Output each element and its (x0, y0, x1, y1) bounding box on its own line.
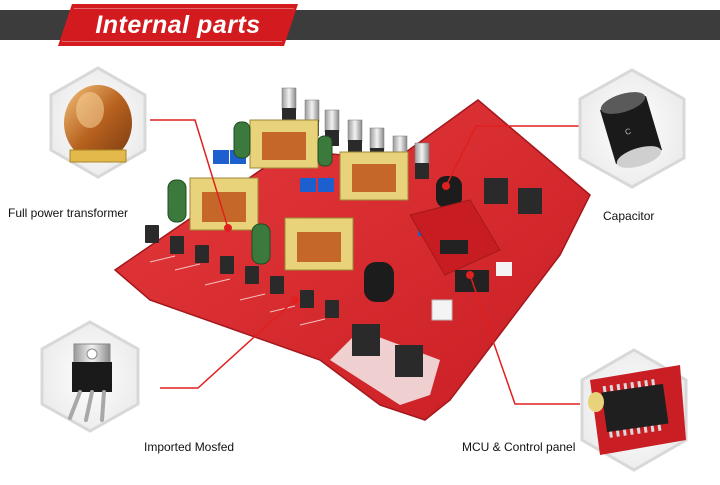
capacitor-hexagon: C (578, 68, 686, 189)
label-imported-mosfed: Imported Mosfed (144, 440, 235, 454)
transformer-marker (224, 224, 232, 232)
mcu-hexagon (580, 348, 688, 472)
capacitor-marker (442, 182, 450, 190)
page-title: Internal parts (95, 11, 261, 39)
transformer-coil-icon (64, 85, 132, 163)
transformer-hexagon (49, 66, 147, 179)
leader-lines (150, 119, 580, 405)
svg-text:C: C (624, 127, 632, 137)
mcu-marker (466, 271, 474, 279)
label-capacitor: Capacitor (603, 209, 655, 223)
header-tab (58, 4, 298, 46)
circuit-board (113, 87, 591, 421)
label-mcu-control-panel: MCU & Control panel (462, 440, 576, 454)
mosfet-hexagon (40, 320, 140, 433)
mosfet-marker (291, 296, 299, 304)
transformer-group (189, 119, 409, 271)
electrolytic-capacitor-icon: C (600, 92, 662, 168)
ic-chip-icon (588, 365, 686, 455)
label-full-power-transformer: Full power transformer (8, 206, 129, 220)
to220-mosfet-icon (68, 343, 112, 422)
